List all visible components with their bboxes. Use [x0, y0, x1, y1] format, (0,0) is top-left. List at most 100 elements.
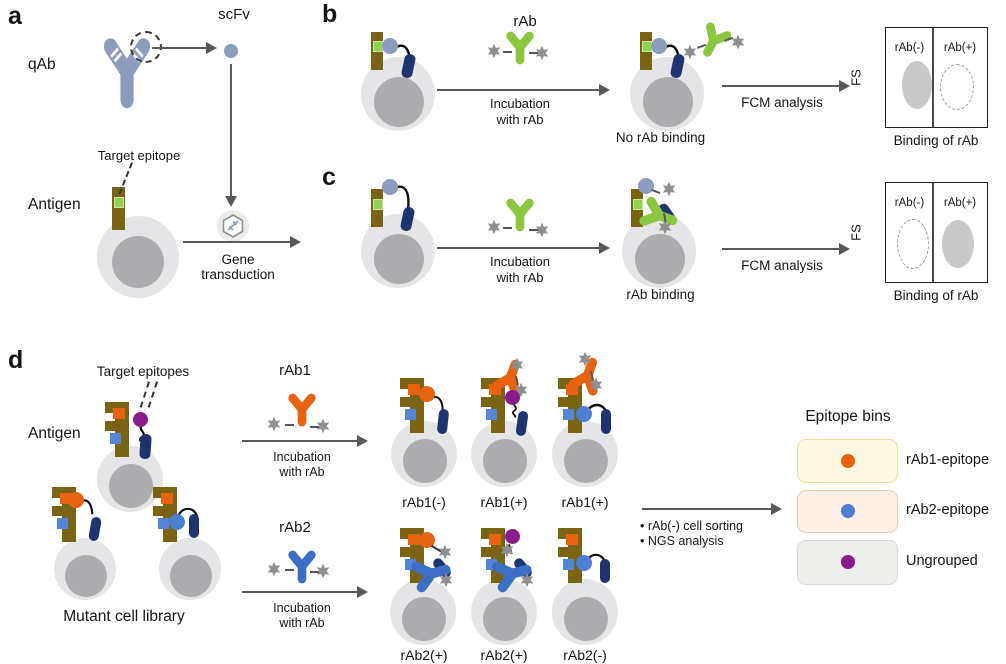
antigen-label-a: Antigen: [28, 196, 81, 213]
nucleus: [643, 77, 693, 127]
epitope-orange: [489, 534, 501, 545]
fcm-arrow: [722, 241, 850, 257]
incubation-line1: Incubation: [490, 96, 550, 111]
panel-b-label: b: [322, 0, 338, 28]
fluorophore-star-icon: [438, 572, 454, 588]
population-negative-dashed: [897, 219, 929, 269]
fluorophore-star-icon: [266, 561, 282, 577]
scfv-dot-rab1-icon: [68, 492, 84, 508]
epitope-blue: [110, 433, 121, 444]
incubation-line1: Incubation: [273, 450, 331, 464]
nucleus: [109, 464, 153, 508]
membrane-anchor-icon: [87, 516, 103, 542]
gene-transduction-label: Gene transduction: [178, 252, 298, 282]
result-label: rAb2(+): [480, 647, 528, 663]
incubation-line2: with rAb: [279, 616, 325, 630]
x-axis-label: Binding of rAb: [893, 288, 979, 303]
scfv-dot-icon: [638, 178, 654, 194]
star-link-dash: [285, 424, 294, 426]
nucleus: [374, 234, 424, 284]
star-link-dash: [310, 571, 319, 573]
epitope-blue: [405, 409, 416, 420]
membrane-anchor-icon: [601, 409, 611, 434]
epitope-blue: [563, 559, 574, 570]
result-label: rAb1(-): [402, 494, 446, 510]
fcm-arrow: [722, 78, 850, 94]
fcm-label: FCM analysis: [741, 95, 823, 110]
epitope-pointer-dashed-line: [118, 162, 133, 195]
gene-line2: transduction: [201, 267, 275, 282]
scfv-dot-rab1-icon: [419, 532, 435, 548]
nucleus: [483, 597, 527, 641]
gene-transduction-arrow: [183, 234, 301, 250]
epitope-orange: [113, 408, 125, 419]
gate-positive-label: rAb(+): [943, 42, 977, 54]
fluorophore-star-icon: [577, 351, 593, 367]
incubation-line1: Incubation: [273, 601, 331, 615]
incubation-arrow: [437, 82, 610, 98]
nucleus: [65, 555, 107, 597]
gate-positive-label: rAb(+): [943, 197, 977, 209]
nucleus: [483, 439, 527, 483]
panel-c-label: c: [322, 163, 336, 191]
epitope-orange: [60, 493, 72, 504]
bin-dot-rab2-icon: [841, 504, 855, 518]
fluorophore-star-icon: [519, 572, 535, 588]
fluorophore-star-icon: [486, 43, 502, 59]
antigen-label-d: Antigen: [28, 425, 81, 442]
gate-divider: [932, 183, 934, 282]
target-epitopes-label: Target epitopes: [96, 364, 190, 379]
population-negative-filled: [902, 61, 932, 109]
star-link-dash: [529, 229, 538, 231]
nucleus: [564, 439, 608, 483]
nucleus: [635, 234, 685, 284]
sorting-arrow: [642, 501, 782, 517]
scfv-dot-ungrouped-icon: [505, 529, 520, 544]
epitope-blue: [486, 559, 497, 570]
fluorophore-star-icon: [661, 181, 677, 197]
fs-axis-label: FS: [848, 224, 864, 241]
scfv-dot-ungrouped-icon: [133, 412, 148, 427]
scfv-dot-rab2-icon: [576, 555, 592, 571]
rab-title: rAb: [513, 13, 537, 30]
result-label: rAb2(-): [563, 647, 607, 663]
epitope-orange: [566, 534, 578, 545]
incubation-label: Incubation with rAb: [455, 96, 585, 128]
epitope-orange: [566, 384, 578, 395]
gene-line1: Gene: [221, 252, 255, 267]
incubation-line2: with rAb: [496, 112, 544, 127]
fluorophore-star-icon: [486, 219, 502, 235]
panel-a-label: a: [8, 2, 22, 30]
fcm-plot: rAb(-) rAb(+): [885, 27, 988, 128]
fs-axis-label: FS: [848, 69, 864, 86]
epitope-blue: [57, 518, 68, 529]
incubation-label: Incubation with rAb: [455, 254, 585, 286]
fluorophore-star-icon: [266, 416, 282, 432]
sorting-bullet-2: • NGS analysis: [640, 534, 724, 548]
epitope-orange: [408, 534, 420, 545]
membrane-anchor-icon: [139, 433, 152, 460]
gene-vector-icon: [217, 210, 249, 242]
scfv-dot-rab2-icon: [576, 406, 592, 422]
epitope-orange: [161, 493, 173, 504]
result-label: rAb2(+): [400, 647, 448, 663]
incubation-line1: Incubation: [490, 254, 550, 269]
gate-negative-label: rAb(-): [894, 197, 925, 209]
epitope-blue: [158, 518, 169, 529]
star-link-dash: [503, 51, 512, 53]
star-link-dash: [310, 426, 319, 428]
membrane-anchor-icon: [600, 559, 610, 583]
binding-label: rAb binding: [626, 287, 695, 302]
epitope-blue: [486, 409, 497, 420]
scfv-dot-ungrouped-icon: [505, 390, 520, 405]
rab2-title: rAb2: [279, 519, 311, 536]
gate-divider: [932, 28, 934, 127]
bin-dot-ungrouped-icon: [841, 555, 855, 569]
incubation-label: Incubation with rAb: [238, 601, 366, 631]
fluorophore-star-icon: [588, 377, 604, 393]
fcm-plot: rAb(-) rAb(+): [885, 182, 988, 283]
population-positive-filled: [942, 220, 974, 268]
scfv-label: scFv: [218, 6, 250, 23]
star-link-dash: [285, 569, 294, 571]
